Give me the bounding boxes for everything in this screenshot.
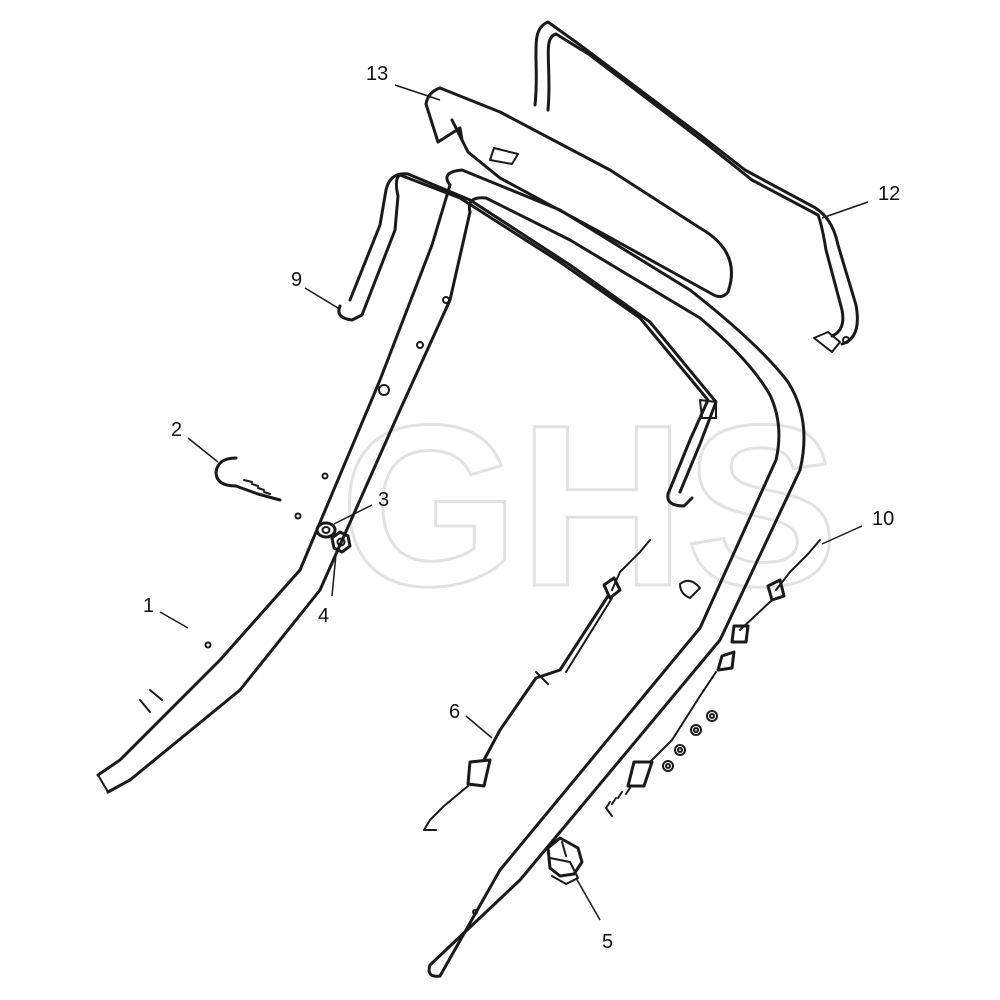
watermark-text: GHS xyxy=(340,377,838,634)
part-12-bail-bar xyxy=(533,20,859,353)
part-5-cable-clip xyxy=(546,836,584,885)
leader-lines xyxy=(159,84,869,921)
callout-10: 10 xyxy=(872,508,894,530)
part-3-washer xyxy=(315,521,337,539)
part-9-lower-bail xyxy=(337,172,718,508)
cable-washers xyxy=(662,710,718,772)
handle-main-tube xyxy=(427,168,806,978)
callout-6: 6 xyxy=(449,701,460,723)
callout-12: 12 xyxy=(878,183,900,205)
callout-13: 13 xyxy=(366,63,388,85)
callout-5: 5 xyxy=(602,931,613,953)
part-6-control-cable xyxy=(423,539,651,831)
callout-4: 4 xyxy=(318,605,329,627)
callout-2: 2 xyxy=(171,419,182,441)
part-13-upper-handle xyxy=(424,86,733,299)
callout-1: 1 xyxy=(143,595,154,617)
part-2-eye-bolt xyxy=(214,456,282,502)
callout-3: 3 xyxy=(378,489,389,511)
part-4-nut xyxy=(330,530,352,554)
callout-9: 9 xyxy=(291,269,302,291)
part-1-left-handle-leg xyxy=(96,183,472,794)
part-10-drive-cable xyxy=(605,539,821,817)
